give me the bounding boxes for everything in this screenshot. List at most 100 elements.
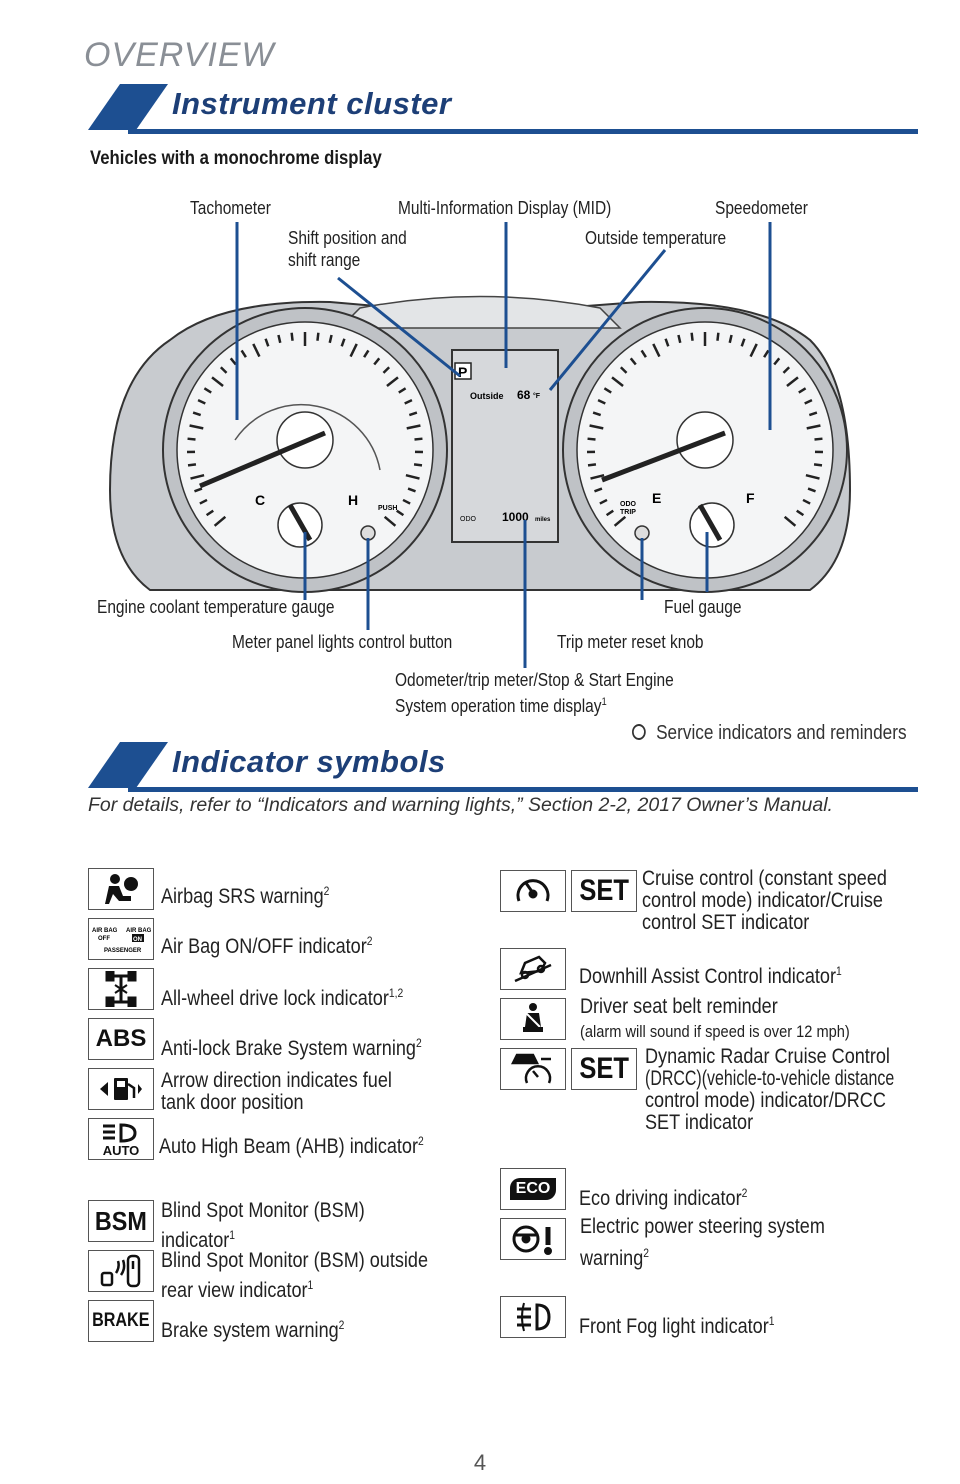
dial-tick [382, 366, 391, 374]
cruise-set-icon: SET [571, 870, 637, 912]
drcc-label-1: Dynamic Radar Cruise Control [645, 1045, 890, 1068]
dial-tick [802, 498, 811, 505]
fuel-door-label-1: Arrow direction indicates fuel [161, 1069, 392, 1092]
outside-temp-value: 68 [517, 388, 531, 402]
cruise-control-icon [500, 870, 566, 912]
dial-tick [189, 424, 204, 430]
dial-tick [414, 437, 423, 441]
section-title-indicator-symbols: Indicator symbols [172, 744, 446, 779]
fuel-door-icon [88, 1068, 154, 1110]
dial-tick [211, 376, 224, 387]
outside-label: Outside [470, 391, 504, 401]
eco-driving-icon: ECO [500, 1168, 566, 1210]
odo-unit: miles [535, 517, 551, 523]
bsm-outside-mirror-icon [88, 1250, 154, 1292]
dial-tick [805, 473, 820, 480]
service-indicators-note: Service indicators and reminders [632, 722, 907, 745]
dial-tick [814, 437, 823, 441]
drcc-icon [500, 1048, 566, 1090]
coolant-hot-mark: H [348, 492, 358, 508]
cruise-label-1: Cruise control (constant speed [642, 867, 887, 890]
drcc-label-3: control mode) indicator/DRCC [645, 1089, 886, 1112]
bsm-outside-label-2: rear view indicator1 [161, 1278, 314, 1302]
awd-lock-icon [88, 968, 154, 1010]
dial-tick [197, 398, 206, 405]
section-slant [88, 742, 168, 788]
airbag-on-off-label: Air Bag ON/OFF indicator2 [161, 934, 373, 958]
bsm-label-2: indicator1 [161, 1228, 236, 1252]
dial-tick [629, 357, 637, 366]
dial-tick [807, 487, 816, 493]
dial-tick [373, 357, 381, 366]
dial-tick [796, 509, 805, 517]
dial-tick [187, 437, 196, 441]
dial-tick [192, 411, 202, 417]
dial-tick [404, 398, 413, 405]
dial-tick [783, 515, 797, 527]
callout-lines [235, 222, 772, 668]
dial-tick [589, 424, 604, 430]
dial-tick [603, 387, 612, 394]
dial-tick [264, 338, 270, 347]
dial-tick [396, 509, 405, 517]
auto-high-beam-label: Auto High Beam (AHB) indicator2 [159, 1134, 424, 1158]
dial-tick [194, 487, 203, 493]
dial-tick [763, 349, 770, 358]
label-odometer-1: Odometer/trip meter/Stop & Start Engine [395, 670, 674, 690]
fuel-door-label-2: tank door position [161, 1091, 304, 1114]
drcc-label-4: SET indicator [645, 1111, 754, 1134]
odo-value: 1000 [502, 510, 529, 524]
label-mid: Multi-Information Display (MID) [398, 198, 612, 218]
section-slant [88, 84, 168, 130]
dial-tick [328, 334, 333, 344]
mid-screen [451, 349, 559, 543]
dial-tick [587, 437, 596, 441]
dial-tick [340, 338, 346, 347]
svg-text:AIR BAG: AIR BAG [126, 928, 152, 934]
seat-belt-label-2: (alarm will sound if speed is over 12 mp… [580, 1022, 850, 1041]
dial-tick [398, 387, 407, 394]
dial-tick [749, 343, 758, 358]
label-outside-temperature: Outside temperature [585, 228, 727, 248]
fuel-empty-mark: E [652, 490, 661, 506]
speedometer-needle [601, 430, 726, 483]
dial-tick [316, 332, 320, 341]
dial-tick [405, 473, 420, 480]
dial-tick [597, 398, 606, 405]
dial-tick [213, 515, 227, 527]
dial-tick [203, 387, 212, 394]
seat-belt-label-1: Driver seat belt reminder [580, 995, 778, 1018]
svg-text:ON: ON [133, 937, 142, 943]
bsm-label-1: Blind Spot Monitor (BSM) [161, 1199, 365, 1222]
gear-indicator: P [458, 364, 467, 380]
dial-tick [740, 338, 746, 347]
odo-trip-mark-2: TRIP [620, 509, 636, 516]
dial-tick [716, 332, 720, 341]
circle-icon [632, 724, 646, 740]
label-fuel: Fuel gauge [664, 597, 742, 617]
label-tachometer: Tachometer [190, 198, 271, 218]
downhill-assist-icon [500, 948, 566, 990]
dial-tick [252, 343, 261, 358]
cluster-visor [338, 295, 622, 329]
dial-tick [205, 509, 214, 517]
front-fog-label: Front Fog light indicator1 [579, 1314, 775, 1338]
dial-tick [664, 338, 670, 347]
eco-driving-label: Eco driving indicator2 [579, 1186, 748, 1210]
dial-tick [773, 357, 781, 366]
dial-tick [677, 334, 682, 344]
svg-text:OFF: OFF [98, 936, 110, 942]
section-title-instrument-cluster: Instrument cluster [172, 86, 452, 121]
brake-warning-label: Brake system warning2 [161, 1318, 345, 1342]
airbag-on-off-icon: AIR BAG OFF AIR BAG ON PASSENGER [88, 918, 154, 960]
dial-tick [277, 334, 282, 344]
dial-tick [187, 463, 197, 467]
dial-tick [592, 411, 602, 417]
section-rule [128, 787, 918, 792]
dial-tick [813, 463, 823, 467]
label-meter-button: Meter panel lights control button [232, 632, 453, 652]
odo-trip-mark-1: ODO [620, 501, 637, 508]
drcc-label-2: (DRCC)(vehicle-to-vehicle distance [645, 1067, 895, 1090]
power-steering-label-1: Electric power steering system [580, 1215, 825, 1238]
dial-tick [786, 376, 799, 387]
